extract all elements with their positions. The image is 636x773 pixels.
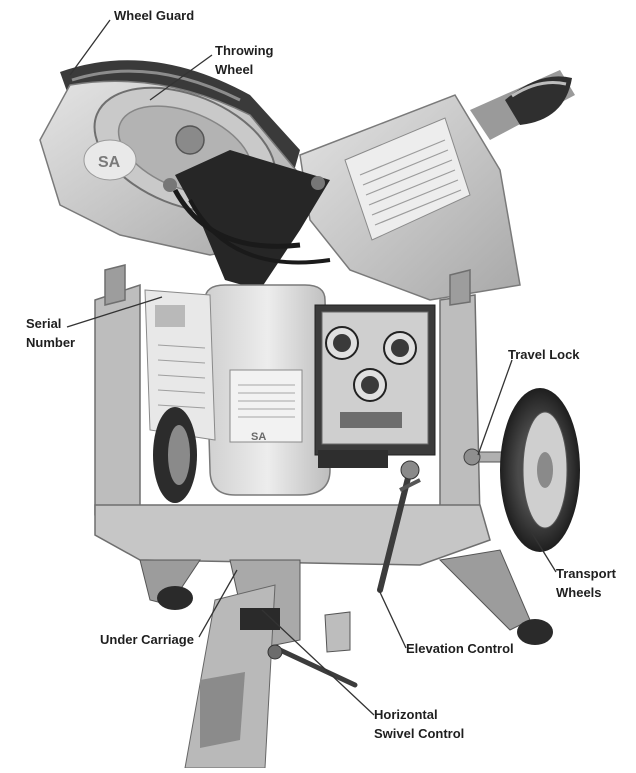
horizontal-swivel-label-line2: Swivel Control: [374, 726, 465, 741]
leader-serial-number: [66, 296, 163, 328]
left-rear-wheel: [153, 407, 197, 503]
callout-elevation-control: Elevation Control: [406, 639, 514, 658]
serial-number-label-line2: Number: [26, 335, 76, 350]
leader-transport-wheels: [529, 529, 557, 573]
svg-text:SA: SA: [98, 154, 121, 171]
leader-travel-lock: [477, 359, 513, 456]
horizontal-swivel-control: [240, 608, 358, 688]
throwing-wheel-label-line2: Wheel: [215, 62, 254, 77]
horizontal-swivel-label-line1: Horizontal: [374, 707, 438, 722]
ball-chute: [470, 70, 575, 140]
svg-text:SA: SA: [251, 431, 266, 443]
callout-serial-number: Serial Number: [26, 314, 75, 352]
serial-number-plate: [144, 289, 216, 441]
throwing-wheel-label-line1: Throwing: [215, 43, 274, 58]
callout-horizontal-swivel-control: Horizontal Swivel Control: [374, 705, 464, 743]
leader-elevation-control: [377, 587, 407, 649]
callout-transport-wheels: Transport Wheels: [556, 564, 616, 602]
elevation-control-label: Elevation Control: [406, 641, 514, 656]
transport-wheel: [500, 388, 580, 552]
serial-number-label-line1: Serial: [26, 316, 62, 331]
travel-lock-label: Travel Lock: [508, 347, 580, 362]
under-carriage-label: Under Carriage: [100, 632, 194, 647]
motor-mount: [163, 150, 331, 299]
motor-body: SA: [204, 284, 331, 496]
tow-bar: [184, 584, 276, 769]
callout-throwing-wheel: Throwing Wheel: [215, 41, 274, 79]
leader-throwing-wheel: [149, 54, 213, 101]
callout-travel-lock: Travel Lock: [508, 345, 580, 364]
leader-wheel-guard: [69, 19, 111, 76]
callout-wheel-guard: Wheel Guard: [114, 6, 194, 25]
leader-lines: [66, 19, 557, 716]
leader-under-carriage: [198, 569, 238, 638]
elevation-control: [377, 460, 421, 593]
wheel-guard-label: Wheel Guard: [114, 8, 195, 23]
callout-under-carriage: Under Carriage: [100, 630, 194, 649]
transport-wheels-label-line2: Wheels: [556, 585, 602, 600]
leader-horizontal-swivel: [261, 609, 375, 716]
control-panel: [314, 304, 436, 468]
right-housing: [299, 94, 521, 301]
transport-wheels-label-line1: Transport: [556, 566, 616, 581]
under-carriage: [139, 549, 553, 653]
